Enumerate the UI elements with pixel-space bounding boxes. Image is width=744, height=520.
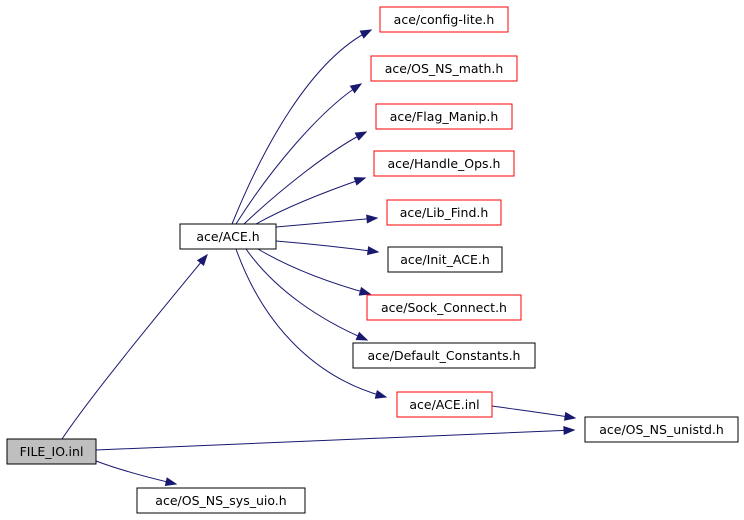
edge-arrowhead bbox=[366, 246, 380, 256]
node-box[interactable] bbox=[366, 294, 522, 321]
edge-line bbox=[275, 217, 378, 228]
edge-line bbox=[255, 177, 366, 225]
edge-line bbox=[243, 131, 367, 225]
edge-ace_h-to-handle_ops bbox=[255, 177, 367, 225]
node-label: ace/OS_NS_sys_uio.h bbox=[155, 493, 286, 508]
edge-arrowhead bbox=[563, 411, 577, 421]
edge-arrowhead bbox=[164, 477, 178, 487]
edge-ace_h-to-init_ace bbox=[275, 240, 380, 256]
node-label: ace/ACE.h bbox=[196, 229, 259, 244]
node-label: ace/config-lite.h bbox=[394, 12, 495, 27]
nodes-layer: FILE_IO.inl ace/ACE.h ace/config-lite.h ace… bbox=[6, 6, 739, 514]
node-label: ace/Sock_Connect.h bbox=[381, 300, 507, 315]
node-box[interactable] bbox=[352, 342, 536, 369]
edge-arrowhead bbox=[196, 253, 208, 266]
edge-line bbox=[245, 248, 368, 341]
node-label: ace/Init_ACE.h bbox=[400, 252, 490, 267]
edge-arrowhead bbox=[366, 214, 379, 224]
edge-ace_inl-to-os_ns_unistd bbox=[491, 405, 577, 421]
node-label: ace/Handle_Ops.h bbox=[388, 156, 501, 171]
edge-file_io-to-os_ns_unistd bbox=[95, 425, 576, 451]
node-label: ace/OS_NS_unistd.h bbox=[599, 422, 724, 437]
node-label: FILE_IO.inl bbox=[20, 444, 84, 459]
node-box[interactable] bbox=[370, 55, 518, 82]
node-box[interactable] bbox=[179, 223, 277, 250]
node-box[interactable] bbox=[373, 150, 515, 177]
node-ace-h[interactable]: ace/ACE.h bbox=[179, 223, 277, 250]
node-os-ns-sys-uio[interactable]: ace/OS_NS_sys_uio.h bbox=[136, 487, 306, 514]
edge-arrowhead bbox=[353, 177, 367, 186]
edges-layer bbox=[61, 29, 577, 487]
node-box[interactable] bbox=[584, 416, 739, 443]
edge-line bbox=[235, 248, 387, 398]
node-sock-connect[interactable]: ace/Sock_Connect.h bbox=[366, 294, 522, 321]
node-box[interactable] bbox=[387, 246, 503, 273]
node-box[interactable] bbox=[386, 199, 502, 226]
edge-ace_h-to-sock_connect bbox=[257, 248, 372, 296]
edge-ace_h-to-os_ns_math bbox=[235, 83, 363, 225]
edge-line bbox=[491, 405, 576, 419]
node-handle-ops[interactable]: ace/Handle_Ops.h bbox=[373, 150, 515, 177]
node-label: ace/Default_Constants.h bbox=[368, 348, 521, 363]
edge-line bbox=[235, 83, 362, 225]
edge-line bbox=[231, 29, 372, 225]
node-box[interactable] bbox=[136, 487, 306, 514]
edge-ace_h-to-lib_find bbox=[275, 214, 379, 228]
edge-arrowhead bbox=[359, 29, 373, 39]
node-box[interactable] bbox=[396, 391, 493, 418]
node-flag-manip[interactable]: ace/Flag_Manip.h bbox=[375, 103, 513, 130]
edge-line bbox=[61, 254, 208, 440]
node-label: ace/Flag_Manip.h bbox=[390, 109, 499, 124]
edge-arrowhead bbox=[358, 286, 372, 296]
node-lib-find[interactable]: ace/Lib_Find.h bbox=[386, 199, 502, 226]
edge-arrowhead bbox=[374, 389, 388, 399]
node-file-io[interactable]: FILE_IO.inl bbox=[6, 438, 97, 465]
node-box[interactable] bbox=[375, 103, 513, 130]
edge-ace_h-to-default_constants bbox=[245, 248, 369, 341]
edge-ace_h-to-config_lite bbox=[231, 29, 373, 225]
node-default-constants[interactable]: ace/Default_Constants.h bbox=[352, 342, 536, 369]
edge-ace_h-to-ace_inl bbox=[235, 248, 388, 399]
edge-file_io-to-ace_h bbox=[61, 253, 208, 440]
edge-file_io-to-os_ns_sys_uio bbox=[95, 460, 178, 487]
edge-arrowhead bbox=[349, 83, 363, 94]
node-box[interactable] bbox=[6, 438, 97, 465]
edge-ace_h-to-flag_manip bbox=[243, 131, 368, 225]
node-label: ace/ACE.inl bbox=[409, 397, 479, 412]
edge-line bbox=[95, 429, 575, 451]
node-os-ns-unistd[interactable]: ace/OS_NS_unistd.h bbox=[584, 416, 739, 443]
edge-arrowhead bbox=[354, 131, 368, 141]
node-config-lite[interactable]: ace/config-lite.h bbox=[379, 6, 509, 33]
edge-arrowhead bbox=[355, 331, 369, 341]
node-ace-inl[interactable]: ace/ACE.inl bbox=[396, 391, 493, 418]
edge-arrowhead bbox=[563, 425, 576, 435]
node-box[interactable] bbox=[379, 6, 509, 33]
edge-line bbox=[257, 248, 371, 295]
node-os-ns-math[interactable]: ace/OS_NS_math.h bbox=[370, 55, 518, 82]
edge-line bbox=[95, 460, 177, 485]
node-label: ace/OS_NS_math.h bbox=[385, 61, 504, 76]
edge-line bbox=[275, 240, 379, 253]
node-label: ace/Lib_Find.h bbox=[400, 205, 489, 220]
node-init-ace[interactable]: ace/Init_ACE.h bbox=[387, 246, 503, 273]
